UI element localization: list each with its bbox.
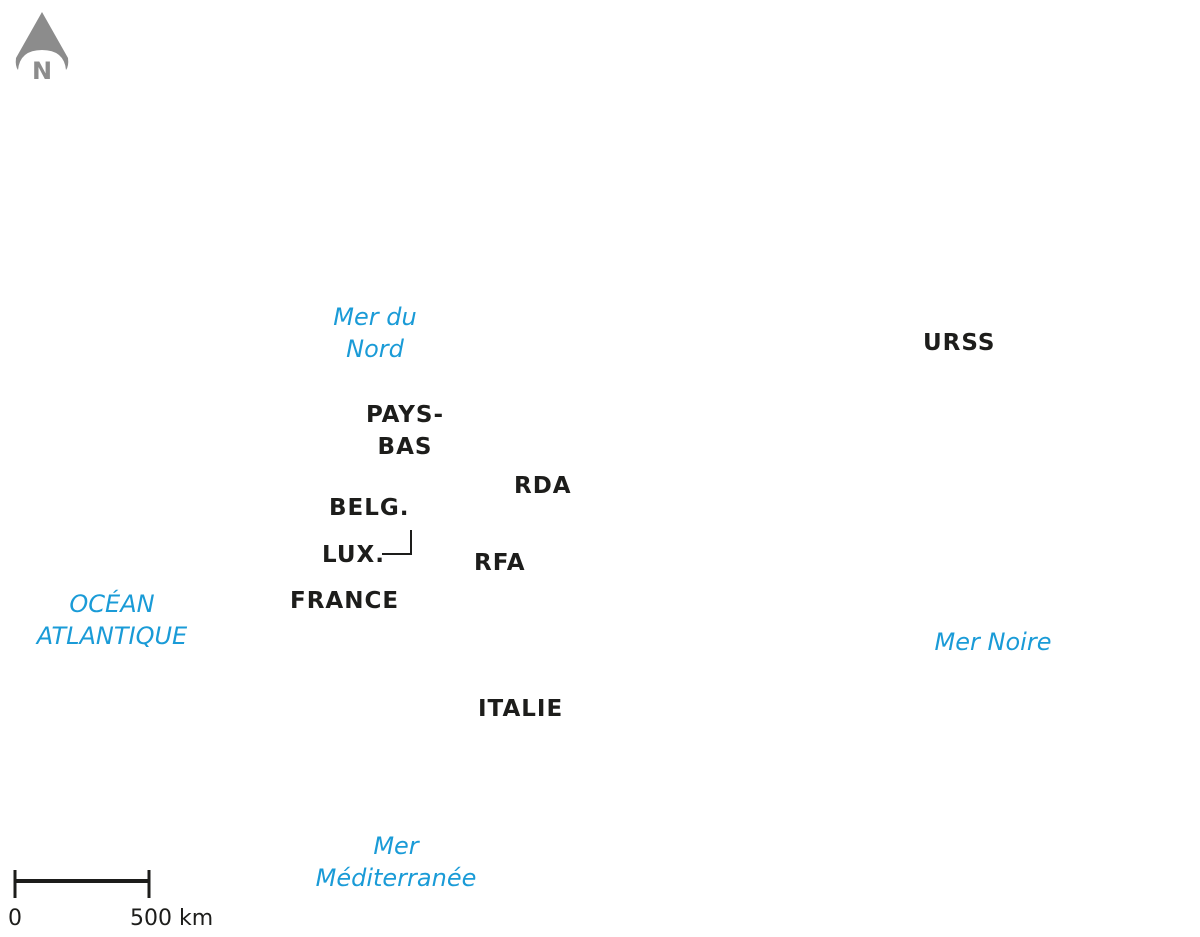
country-france: FRANCE [290, 588, 400, 614]
black-sea-line-1: Mer Noire [934, 628, 1052, 656]
mediterranean-line-1: Mer [373, 832, 419, 860]
country-pays-bas: PAYS- BAS [360, 399, 450, 463]
scale-end-label: 500 km [130, 906, 214, 931]
atlantic-line-2: ATLANTIQUE [36, 622, 188, 650]
north-sea-line-2: Nord [346, 335, 404, 363]
pays-bas-line-1: PAYS- [365, 402, 445, 428]
country-belg: BELG. [329, 495, 410, 521]
scale-bar [13, 870, 151, 898]
country-rfa: RFA [474, 550, 526, 576]
pays-bas-line-2: BAS [377, 434, 433, 460]
north-letter: N [32, 57, 52, 85]
mediterranean-line-2: Méditerranée [315, 864, 477, 892]
atlantic-ocean-label: OCÉAN ATLANTIQUE [30, 588, 194, 652]
north-arrow-icon: N [15, 12, 69, 85]
country-urss: URSS [923, 330, 996, 356]
country-rda: RDA [514, 473, 572, 499]
scale-start-label: 0 [8, 906, 22, 931]
lux-leader-line [382, 530, 412, 555]
north-sea-label: Mer du Nord [328, 301, 422, 365]
country-lux: LUX. [322, 542, 385, 568]
mediterranean-sea-label: Mer Méditerranée [306, 830, 486, 894]
north-sea-line-1: Mer du [333, 303, 417, 331]
black-sea-label: Mer Noire [927, 626, 1059, 658]
atlantic-line-1: OCÉAN [69, 590, 155, 618]
country-italie: ITALIE [478, 696, 564, 722]
